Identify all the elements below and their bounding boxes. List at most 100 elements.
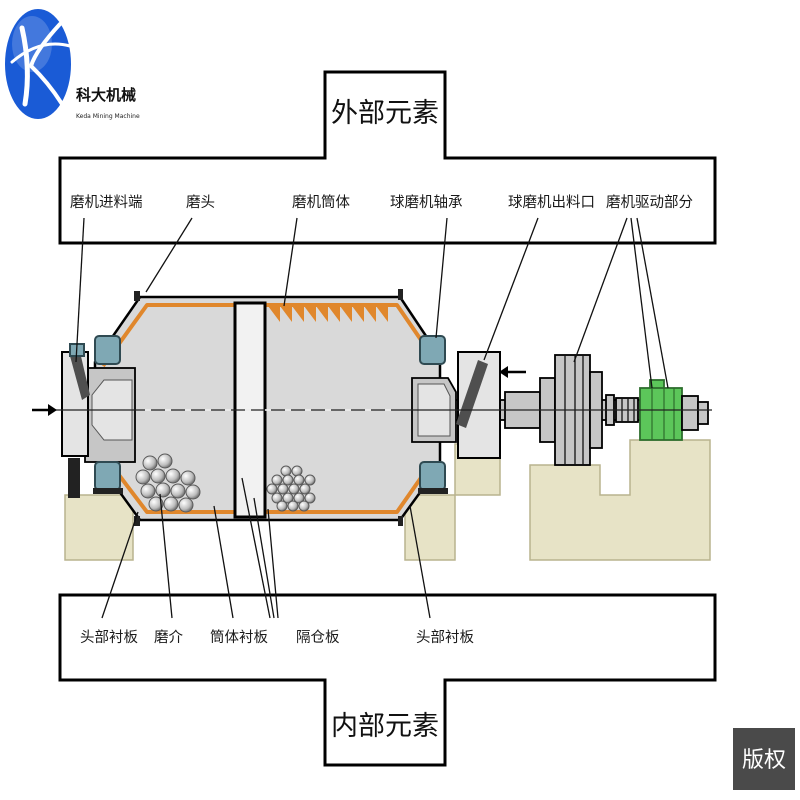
right-bearing-top bbox=[419, 335, 446, 365]
logo-swoosh-arc bbox=[10, 42, 72, 64]
shell-liner-teeth bbox=[268, 306, 388, 322]
grinding-ball bbox=[304, 474, 316, 486]
label-grinding-media: 磨介 bbox=[154, 629, 183, 646]
logo-swoosh-arms bbox=[28, 22, 64, 106]
grinding-ball bbox=[271, 492, 283, 504]
inner-elements-panel: 内部元素 头部衬板 磨介 筒体衬板 隔仓板 头部衬板 bbox=[58, 593, 717, 767]
inner-elements-title: 内部元素 bbox=[331, 711, 439, 742]
feed-arrow bbox=[32, 404, 57, 416]
label-drive-section: 磨机驱动部分 bbox=[606, 194, 693, 211]
grinding-ball bbox=[293, 474, 305, 486]
label-partition-board: 隔仓板 bbox=[296, 628, 340, 646]
left-bearing-top bbox=[94, 335, 121, 365]
grinding-ball bbox=[304, 492, 316, 504]
company-logo: 科大机械 Keda Mining Machine bbox=[5, 9, 140, 120]
right-bearing-pedestal bbox=[418, 488, 448, 494]
grinding-ball bbox=[163, 496, 179, 512]
grinding-ball bbox=[277, 483, 289, 495]
shell-flange-top-left bbox=[134, 291, 140, 301]
grinding-ball bbox=[155, 482, 171, 498]
grinding-media bbox=[135, 453, 316, 513]
leader-partition-3 bbox=[267, 508, 279, 619]
discharge-arrow-left-icon bbox=[499, 366, 508, 378]
label-head-liner-right: 头部衬板 bbox=[416, 628, 474, 646]
logo-brand-name: 科大机械 bbox=[76, 86, 136, 104]
grinding-ball bbox=[185, 484, 201, 500]
grinding-ball bbox=[298, 500, 310, 512]
label-mill-head: 磨头 bbox=[186, 194, 215, 211]
grinding-ball bbox=[291, 465, 303, 477]
drive-motor bbox=[639, 387, 683, 441]
grinding-ball bbox=[293, 492, 305, 504]
grinding-ball bbox=[282, 474, 294, 486]
left-bearing-bottom bbox=[94, 461, 121, 491]
grinding-ball bbox=[276, 500, 288, 512]
shell-flange-bottom-left bbox=[134, 516, 140, 526]
watermark-text: 版权 bbox=[742, 748, 786, 773]
watermark-box bbox=[733, 728, 795, 790]
grinding-ball bbox=[135, 469, 151, 485]
leader-mill-head bbox=[145, 217, 193, 293]
grinding-ball bbox=[150, 468, 166, 484]
inner-elements-frame bbox=[58, 593, 717, 767]
leader-head-liner-right bbox=[409, 505, 431, 619]
grinding-ball bbox=[165, 468, 181, 484]
outer-elements-title: 外部元素 bbox=[331, 98, 439, 129]
grinding-ball bbox=[157, 453, 173, 469]
feed-arrow-right-icon bbox=[48, 404, 57, 416]
leader-feed-end bbox=[75, 217, 85, 363]
leader-shell-liner bbox=[213, 505, 234, 619]
motor-shaft-end bbox=[697, 401, 709, 425]
leader-partition-1 bbox=[241, 477, 271, 619]
logo-tagline: Keda Mining Machine bbox=[76, 113, 140, 120]
outer-leader-lines bbox=[75, 217, 669, 389]
leader-partition-2 bbox=[253, 497, 275, 619]
discharge-chute bbox=[456, 360, 488, 428]
label-discharge-outlet: 球磨机出料口 bbox=[508, 194, 595, 211]
feed-support-leg bbox=[68, 458, 80, 498]
grinding-ball bbox=[271, 474, 283, 486]
grinding-ball bbox=[142, 455, 158, 471]
motor-end-cap bbox=[681, 395, 699, 431]
grinding-ball bbox=[178, 497, 194, 513]
feed-end-assembly bbox=[61, 343, 136, 498]
grinding-ball bbox=[299, 483, 311, 495]
outer-elements-panel: 外部元素 磨机进料端 磨头 磨机筒体 球磨机轴承 球磨机出料口 磨机驱动部分 bbox=[58, 70, 717, 245]
logo-swoosh-vertical bbox=[19, 25, 30, 107]
outer-elements-frame bbox=[58, 70, 717, 245]
right-bearing-bottom bbox=[419, 461, 446, 491]
shell-flange-top-right bbox=[398, 289, 403, 300]
leader-mill-bearing bbox=[435, 217, 448, 339]
leader-drive-motor-1 bbox=[630, 217, 653, 389]
label-shell-liner: 筒体衬板 bbox=[210, 628, 268, 646]
left-foundation bbox=[64, 494, 134, 561]
leader-drive-gear bbox=[573, 217, 628, 363]
shell-flange-bottom-right bbox=[398, 516, 403, 526]
label-mill-shell: 磨机筒体 bbox=[292, 194, 350, 211]
leader-drive-motor-2 bbox=[636, 217, 669, 389]
grinding-ball bbox=[180, 470, 196, 486]
leader-discharge-outlet bbox=[483, 217, 539, 361]
mill-bearings bbox=[93, 335, 448, 494]
left-bearing-pedestal bbox=[93, 488, 123, 494]
leader-head-liner-left bbox=[101, 511, 139, 619]
grinding-ball bbox=[287, 500, 299, 512]
grinding-ball bbox=[140, 483, 156, 499]
discharge-arrow bbox=[499, 366, 526, 378]
grinding-ball bbox=[148, 496, 164, 512]
grinding-ball bbox=[280, 465, 292, 477]
label-head-liner-left: 头部衬板 bbox=[80, 628, 138, 646]
grinding-ball bbox=[170, 483, 186, 499]
copyright-watermark: 版权 bbox=[733, 728, 795, 790]
feed-chute-slide bbox=[70, 352, 90, 400]
leader-grinding-media bbox=[159, 493, 173, 619]
grinding-ball bbox=[266, 483, 278, 495]
grinding-ball bbox=[288, 483, 300, 495]
grinding-ball bbox=[282, 492, 294, 504]
drive-foundation bbox=[529, 439, 711, 561]
inner-leader-lines bbox=[101, 477, 431, 619]
label-feed-end: 磨机进料端 bbox=[70, 194, 143, 211]
label-mill-bearing: 球磨机轴承 bbox=[390, 194, 463, 211]
leader-mill-shell bbox=[283, 217, 298, 307]
